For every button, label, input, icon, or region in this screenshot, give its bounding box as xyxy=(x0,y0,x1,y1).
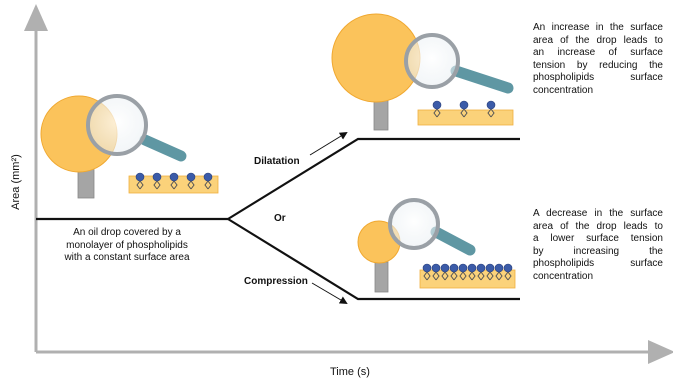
phospholipid-molecule xyxy=(431,263,441,281)
magnifier-compression xyxy=(388,198,476,256)
monolayer-compression xyxy=(419,269,516,289)
compression-line-3: a lower surface tension xyxy=(533,233,663,244)
phospholipid-molecule xyxy=(203,172,213,190)
compression-line-4: by increasing the xyxy=(533,245,663,257)
start-line-1: An oil drop covered by a xyxy=(73,227,181,238)
phospholipid-molecule xyxy=(476,263,486,281)
phospholipid-molecule xyxy=(152,172,162,190)
phospholipid-molecule xyxy=(449,263,459,281)
phospholipid-molecule xyxy=(135,172,145,190)
y-axis-label: Area (mm²) xyxy=(10,154,22,210)
x-axis-label: Time (s) xyxy=(330,366,370,378)
phospholipids-compression xyxy=(422,263,513,281)
start-line-3: with a constant surface area xyxy=(64,252,190,263)
dilatation-label: Dilatation xyxy=(254,156,300,167)
magnifier-initial xyxy=(86,94,187,162)
compression-drop-illustration xyxy=(357,198,516,293)
start-description: An oil drop covered by a monolayer of ph… xyxy=(43,227,211,265)
area-line-dilatation xyxy=(227,137,520,220)
phospholipid-molecule xyxy=(422,263,432,281)
needle-compression xyxy=(374,261,389,293)
dilatation-line-3: an increase of surface xyxy=(533,47,663,58)
compression-line-5: phospholipids surface xyxy=(533,258,663,269)
phospholipid-molecule xyxy=(503,263,513,281)
compression-line-6: concentration xyxy=(533,270,594,282)
compression-label: Compression xyxy=(244,276,308,287)
phospholipid-molecule xyxy=(186,172,196,190)
phospholipid-molecule xyxy=(432,100,442,118)
phospholipid-molecule xyxy=(440,263,450,281)
compression-description: A decrease in the surface area of the dr… xyxy=(533,208,663,283)
phospholipid-molecule xyxy=(467,263,477,281)
phospholipids-dilatation xyxy=(432,100,496,118)
dilatation-line-5: phospholipids surface xyxy=(533,72,663,83)
dilatation-arrow xyxy=(309,131,348,156)
dilatation-line-6: concentration xyxy=(533,84,594,96)
magnifier-dilatation xyxy=(404,33,514,94)
initial-drop-illustration xyxy=(40,94,219,199)
dilatation-line-4: tension by reducing the xyxy=(533,59,663,71)
phospholipid-molecule xyxy=(494,263,504,281)
phospholipid-molecule xyxy=(169,172,179,190)
area-line-compression xyxy=(227,218,520,301)
monolayer-dilatation xyxy=(417,109,514,126)
phospholipid-molecule xyxy=(486,100,496,118)
dilatation-drop-illustration xyxy=(331,13,514,131)
compression-arrow xyxy=(311,282,348,305)
phospholipids-initial xyxy=(135,172,213,190)
or-label: Or xyxy=(274,213,286,224)
phospholipid-molecule xyxy=(458,263,468,281)
dilatation-line-2: area of the drop leads to xyxy=(533,34,663,46)
phospholipid-molecule xyxy=(485,263,495,281)
dilatation-line-1: An increase in the surface xyxy=(533,22,663,33)
dilatation-description: An increase in the surface area of the d… xyxy=(533,22,663,97)
start-line-2: monolayer of phospholipids xyxy=(66,239,188,251)
needle-initial xyxy=(77,167,95,199)
phospholipid-molecule xyxy=(459,100,469,118)
compression-line-2: area of the drop leads to xyxy=(533,220,663,232)
compression-line-1: A decrease in the surface xyxy=(533,208,663,219)
